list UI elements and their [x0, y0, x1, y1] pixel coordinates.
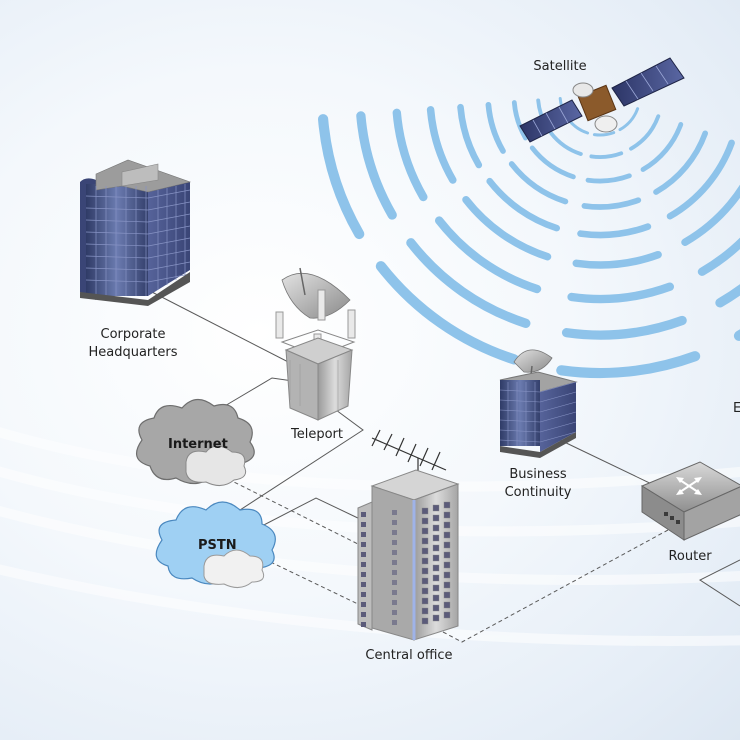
signal-wave: [618, 107, 640, 132]
signal-wave: [511, 100, 528, 141]
signal-wave: [581, 197, 642, 210]
corporate-hq-label: Corporate Headquarters: [70, 326, 196, 362]
signal-wave: [508, 161, 569, 205]
signal-wave: [375, 261, 520, 365]
signal-wave: [556, 351, 701, 379]
signal-wave: [640, 122, 684, 172]
signal-wave: [426, 106, 457, 184]
pstn-label: PSTN: [198, 538, 237, 553]
signal-wave: [585, 173, 632, 184]
corporate-hq-label-line2: Headquarters: [88, 345, 178, 360]
central-router-dashed: [442, 529, 669, 643]
signal-wave: [577, 223, 652, 239]
internet-cloud-icon[interactable]: [135, 398, 255, 486]
dashed-links: [221, 475, 669, 643]
signal-wave: [318, 114, 365, 240]
internet-label: Internet: [168, 437, 228, 452]
central-office-building-icon[interactable]: [357, 429, 460, 641]
router-right-link: [698, 559, 740, 607]
signal-wave: [435, 216, 542, 294]
teleport-tower-icon[interactable]: [275, 267, 356, 421]
cut-off-label: E: [733, 401, 740, 416]
hq-teleport-link: [147, 289, 301, 369]
connection-lines: [147, 289, 740, 607]
pstn-central-link: [257, 497, 363, 529]
signal-wave: [589, 151, 624, 159]
router-icon[interactable]: [640, 461, 740, 541]
teleport-label: Teleport: [291, 427, 343, 442]
satellite-label: Satellite: [533, 59, 587, 74]
signal-waves: [318, 97, 740, 379]
signal-wave: [653, 130, 709, 195]
business-continuity-building-icon[interactable]: [499, 349, 578, 458]
signal-wave: [486, 177, 560, 232]
business-router-link: [559, 439, 661, 489]
signal-wave: [592, 131, 616, 137]
signal-wave: [406, 238, 531, 328]
signal-wave: [666, 139, 735, 220]
corporate-hq-building-icon[interactable]: [80, 159, 192, 306]
pstn-central-dashed: [257, 555, 361, 606]
signal-wave: [392, 108, 428, 202]
business-continuity-label: Business Continuity: [488, 466, 588, 502]
corporate-hq-label-line1: Corporate: [100, 327, 166, 342]
antenna-icon: [371, 429, 447, 484]
signal-wave: [561, 315, 687, 340]
signal-wave: [572, 250, 662, 269]
signal-wave: [681, 184, 740, 246]
signal-wave: [697, 237, 740, 276]
signal-wave: [457, 103, 483, 169]
router-label: Router: [668, 549, 712, 564]
pstn-cloud-icon[interactable]: [155, 501, 276, 588]
internet-central-dashed: [221, 475, 361, 546]
signal-wave: [629, 114, 661, 151]
signal-wave: [567, 282, 674, 304]
signal-wave: [356, 111, 397, 220]
business-continuity-label-line2: Continuity: [504, 485, 572, 500]
signal-wave: [529, 145, 576, 180]
central-office-label: Central office: [365, 648, 453, 663]
signal-wave: [549, 131, 583, 156]
background-swooshes: [0, 427, 740, 646]
signal-wave: [485, 101, 506, 154]
signal-wave: [462, 195, 552, 261]
teleport-internet-link: [217, 377, 301, 411]
teleport-pstn-link: [239, 409, 364, 511]
satellite-icon[interactable]: [519, 57, 685, 143]
signal-wave: [715, 284, 740, 308]
business-continuity-label-line1: Business: [509, 467, 567, 482]
